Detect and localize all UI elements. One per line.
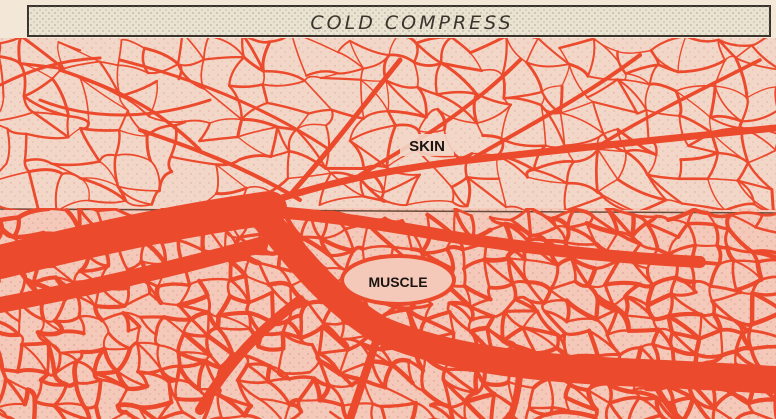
capillary-segment: [529, 408, 552, 409]
capillary-segment: [118, 405, 139, 408]
capillary-segment: [34, 401, 35, 419]
capillary-segment: [605, 283, 639, 285]
capillary-segment: [629, 330, 659, 331]
muscle-label: MUSCLE: [368, 274, 427, 290]
capillary-segment: [278, 372, 309, 373]
capillary-segment: [62, 331, 84, 333]
capillary-segment: [74, 361, 76, 383]
capillary-segment: [528, 239, 546, 241]
capillary-segment: [95, 306, 124, 307]
capillary-segment: [772, 190, 774, 213]
capillary-segment: [22, 343, 48, 344]
capillary-segment: [49, 209, 67, 211]
capillary-segment: [596, 301, 598, 320]
capillary-segment: [547, 412, 571, 415]
capillary-segment: [625, 296, 627, 315]
cold-compress: COLD COMPRESS: [28, 6, 770, 36]
capillary-segment: [289, 377, 314, 379]
capillary-segment: [463, 250, 464, 269]
capillary-segment: [268, 366, 270, 382]
capillary-segment: [596, 149, 597, 192]
compress-label: COLD COMPRESS: [310, 12, 513, 34]
capillary-segment: [695, 245, 717, 246]
capillary-segment: [104, 348, 130, 349]
skin-label: SKIN: [409, 138, 445, 155]
skin-label-area: SKIN: [400, 134, 454, 156]
capillary-segment: [598, 354, 620, 356]
capillary-segment: [505, 311, 537, 312]
capillary-segment: [422, 370, 424, 390]
capillary-segment: [25, 134, 27, 161]
capillary-segment: [485, 258, 509, 260]
capillary-segment: [97, 209, 115, 211]
muscle-label-area: MUSCLE: [342, 256, 454, 304]
capillary-segment: [67, 116, 68, 137]
capillary-segment: [669, 314, 702, 316]
capillary-segment: [688, 223, 715, 224]
capillary-segment: [300, 315, 301, 338]
capillary-segment: [464, 269, 465, 286]
